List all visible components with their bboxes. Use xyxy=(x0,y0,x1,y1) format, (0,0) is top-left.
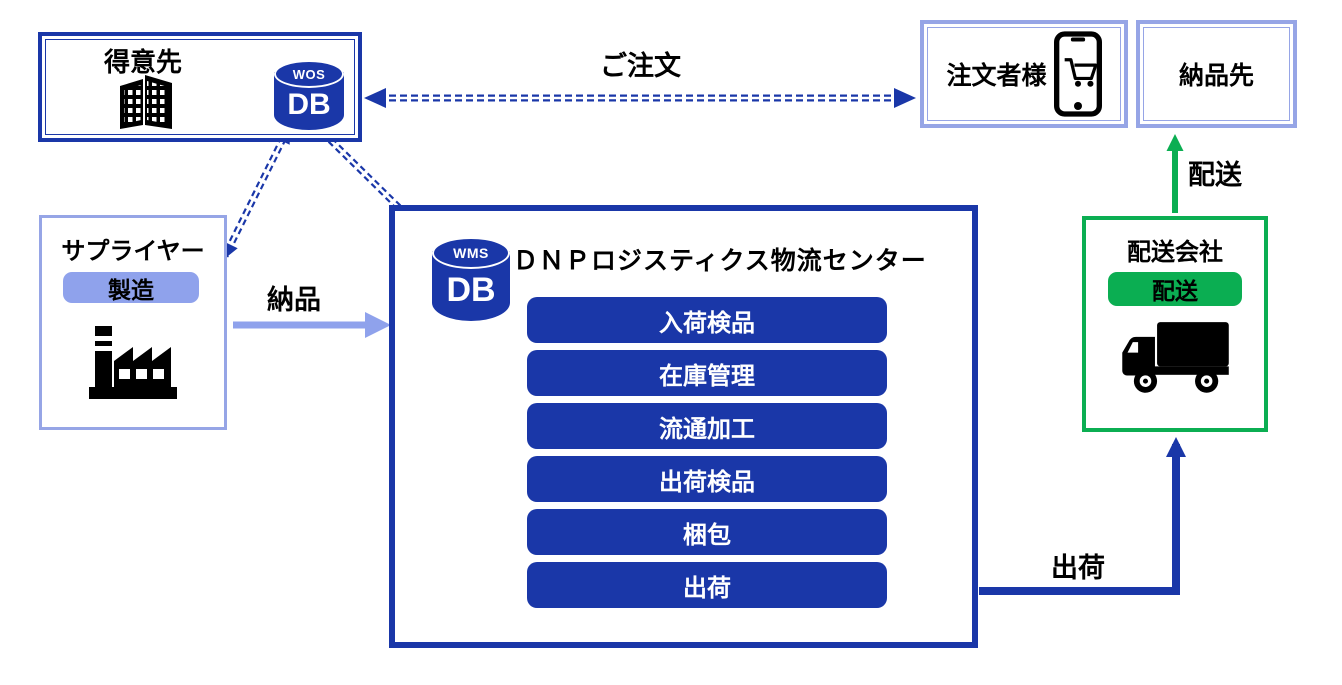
supplier-title: サプライヤー xyxy=(61,238,205,265)
ship-arrow-label: 出荷 xyxy=(1051,553,1105,583)
wos-database-cylinder-icon: WOS DB xyxy=(274,60,344,130)
truck-icon xyxy=(1122,322,1229,393)
orderer-box: 注文者様 xyxy=(920,20,1128,128)
process-inventory-management: 在庫管理 xyxy=(527,350,887,396)
wms-db-label: DB xyxy=(446,271,496,309)
wms-database-cylinder-icon: WMS DB xyxy=(432,237,510,321)
delivery-company-box: 配送会社 配送 xyxy=(1082,216,1268,432)
smartphone-cart-icon xyxy=(1053,31,1102,117)
building-icon xyxy=(120,75,172,129)
deliver-arrow xyxy=(1166,134,1184,213)
delivery-badge: 配送 xyxy=(1108,272,1242,306)
customer-supplier-dashed-arrow xyxy=(221,127,292,258)
process-incoming-inspection: 入荷検品 xyxy=(527,297,887,343)
supplier-box: サプライヤー 製造 xyxy=(39,215,227,430)
supply-arrow xyxy=(233,312,391,338)
factory-icon xyxy=(89,326,177,399)
delivery-destination-box: 納品先 xyxy=(1136,20,1297,128)
process-outgoing-inspection: 出荷検品 xyxy=(527,456,887,502)
process-packing: 梱包 xyxy=(527,509,887,555)
logistics-center-title: ＤＮＰロジスティクス物流センター xyxy=(513,247,927,275)
logistics-center-box: WMS DB ＤＮＰロジスティクス物流センター 入荷検品 在庫管理 流通加工 出… xyxy=(389,205,978,648)
order-arrow-label: ご注文 xyxy=(600,51,681,81)
process-shipping: 出荷 xyxy=(527,562,887,608)
wos-db-label: DB xyxy=(287,88,331,121)
wms-system-label: WMS xyxy=(453,244,489,261)
ship-arrow xyxy=(979,437,1186,595)
customer-title: 得意先 xyxy=(104,47,183,77)
customer-box: 得意先 WOS DB xyxy=(38,32,362,142)
delivery-company-title: 配送会社 xyxy=(1127,239,1223,266)
wos-system-label: WOS xyxy=(292,66,326,82)
delivery-destination-title: 納品先 xyxy=(1178,62,1254,90)
supply-arrow-label: 納品 xyxy=(267,285,321,315)
manufacturing-badge: 製造 xyxy=(63,272,199,303)
process-distribution-processing: 流通加工 xyxy=(527,403,887,449)
orderer-title: 注文者様 xyxy=(946,62,1047,90)
deliver-arrow-label: 配送 xyxy=(1188,160,1242,190)
